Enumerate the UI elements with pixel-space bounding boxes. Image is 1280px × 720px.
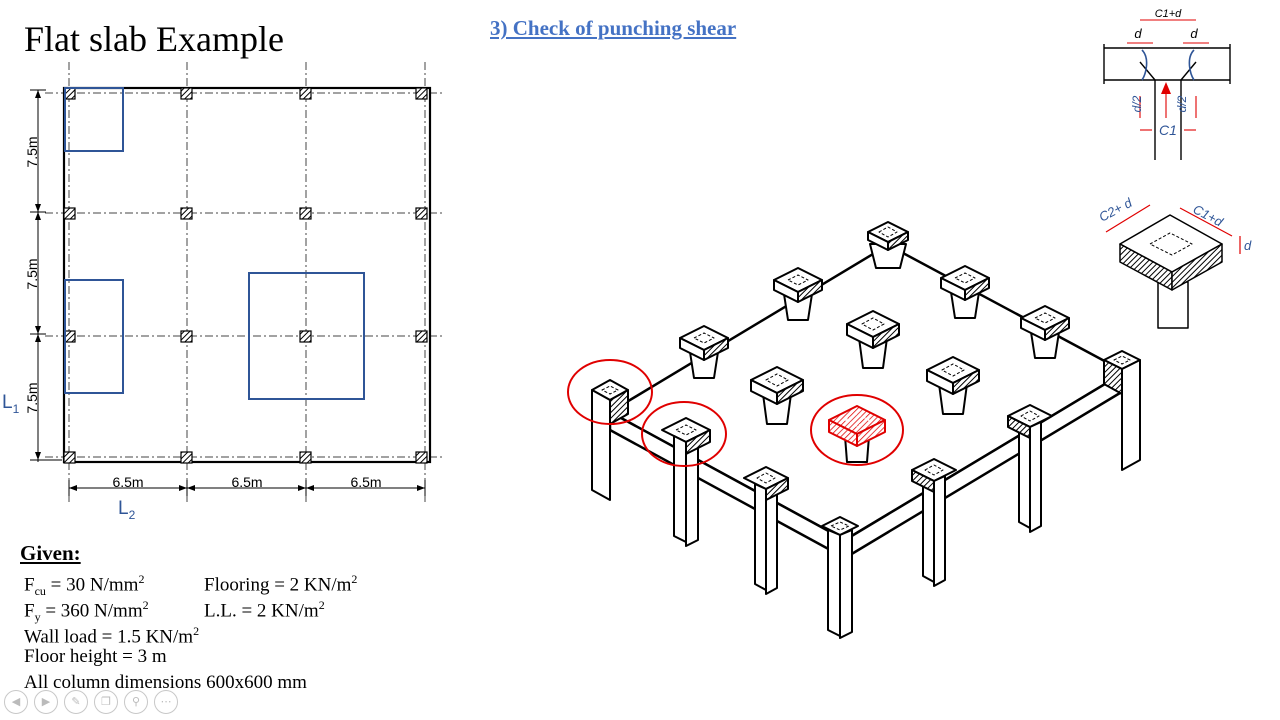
critical-panels <box>64 87 365 400</box>
slide-title: Flat slab Example <box>24 19 284 59</box>
col-span-label-3: 6.5m <box>350 474 381 490</box>
horizontal-arrows <box>69 485 425 491</box>
slab-outline <box>62 86 432 464</box>
c2-plus-d-label: C2+ d <box>1096 195 1135 225</box>
interior-panel <box>248 272 365 400</box>
given-header: Given: <box>20 541 81 565</box>
column-head <box>1020 305 1070 359</box>
section-title: 3) Check of punching shear <box>490 16 737 40</box>
c1-label: C1 <box>1159 122 1177 138</box>
column-head <box>679 325 729 379</box>
col-span-label-1: 6.5m <box>112 474 143 490</box>
d-label-right: d <box>1190 26 1198 41</box>
dashdot-gridlines <box>45 62 445 505</box>
slideshow-controls: ◀ ▶ ✎ ❐ ⚲ ⋯ <box>4 690 178 714</box>
edge-column <box>661 417 711 547</box>
floor-height: Floor height = 3 m <box>24 646 167 667</box>
row-span-label-1: 7.5m <box>24 136 40 167</box>
l2-label: L2 <box>118 498 136 522</box>
edge-columns <box>591 350 1141 639</box>
column-head <box>773 267 823 321</box>
corner-column-right <box>1103 350 1141 471</box>
fcu-value: Fcu = 30 N/mm2 <box>24 572 145 599</box>
highlighted-column-head <box>828 405 886 463</box>
l1-label: L1 <box>2 392 20 416</box>
punching-section-detail: C1+d d d d/2 d/2 C1 <box>1103 8 1231 160</box>
play-icon[interactable]: ▶ <box>34 690 58 714</box>
c1-plus-d-iso-label: C1+d <box>1191 201 1226 229</box>
fy-value: Fy = 360 N/mm2 <box>24 598 149 625</box>
half-d-left: d/2 <box>1130 95 1144 112</box>
more-icon[interactable]: ⋯ <box>154 690 178 714</box>
flooring-load: Flooring = 2 KN/m2 <box>204 572 358 596</box>
given-data-block: Given: Fcu = 30 N/mm2 Flooring = 2 KN/m2… <box>20 540 357 696</box>
corner-panel <box>64 87 124 152</box>
row-span-label-2: 7.5m <box>24 258 40 289</box>
column-head <box>750 366 804 425</box>
red-highlight-circles <box>567 359 904 467</box>
column-head <box>846 310 900 369</box>
isometric-slab-diagram <box>567 221 1141 639</box>
vertical-arrows <box>35 90 41 460</box>
column-head <box>940 265 990 319</box>
interior-highlight-circle <box>810 394 904 466</box>
corner-column-left <box>591 379 629 501</box>
copy-icon[interactable]: ❐ <box>94 690 118 714</box>
floor-plan-diagram: 7.5m 7.5m 7.5m L1 6.5m 6.5m 6.5m L2 <box>2 62 445 522</box>
column-dimensions: All column dimensions 600x600 mm <box>24 672 307 693</box>
wall-load: Wall load = 1.5 KN/m2 <box>24 624 200 648</box>
corner-column-front <box>821 516 859 639</box>
row-span-label-3: 7.5m <box>24 382 40 413</box>
corner-highlight-circle <box>567 359 653 425</box>
d-iso-label: d <box>1244 238 1252 253</box>
live-load: L.L. = 2 KN/m2 <box>204 598 325 622</box>
edge-column <box>743 466 789 595</box>
edge-highlight-circle <box>641 401 727 467</box>
edge-column <box>911 458 957 587</box>
column-head <box>867 221 909 269</box>
column-head <box>926 356 980 415</box>
d-label-left: d <box>1134 26 1142 41</box>
half-d-right: d/2 <box>1175 95 1189 112</box>
critical-perimeter-detail: C2+ d C1+d d <box>1096 195 1252 329</box>
prev-icon[interactable]: ◀ <box>4 690 28 714</box>
plan-columns <box>63 87 428 464</box>
edge-column <box>1007 404 1053 533</box>
pen-icon[interactable]: ✎ <box>64 690 88 714</box>
zoom-icon[interactable]: ⚲ <box>124 690 148 714</box>
c1-plus-d-label: C1+d <box>1155 8 1182 20</box>
col-span-label-2: 6.5m <box>231 474 262 490</box>
column-heads <box>679 221 1070 463</box>
edge-panel <box>64 279 124 394</box>
